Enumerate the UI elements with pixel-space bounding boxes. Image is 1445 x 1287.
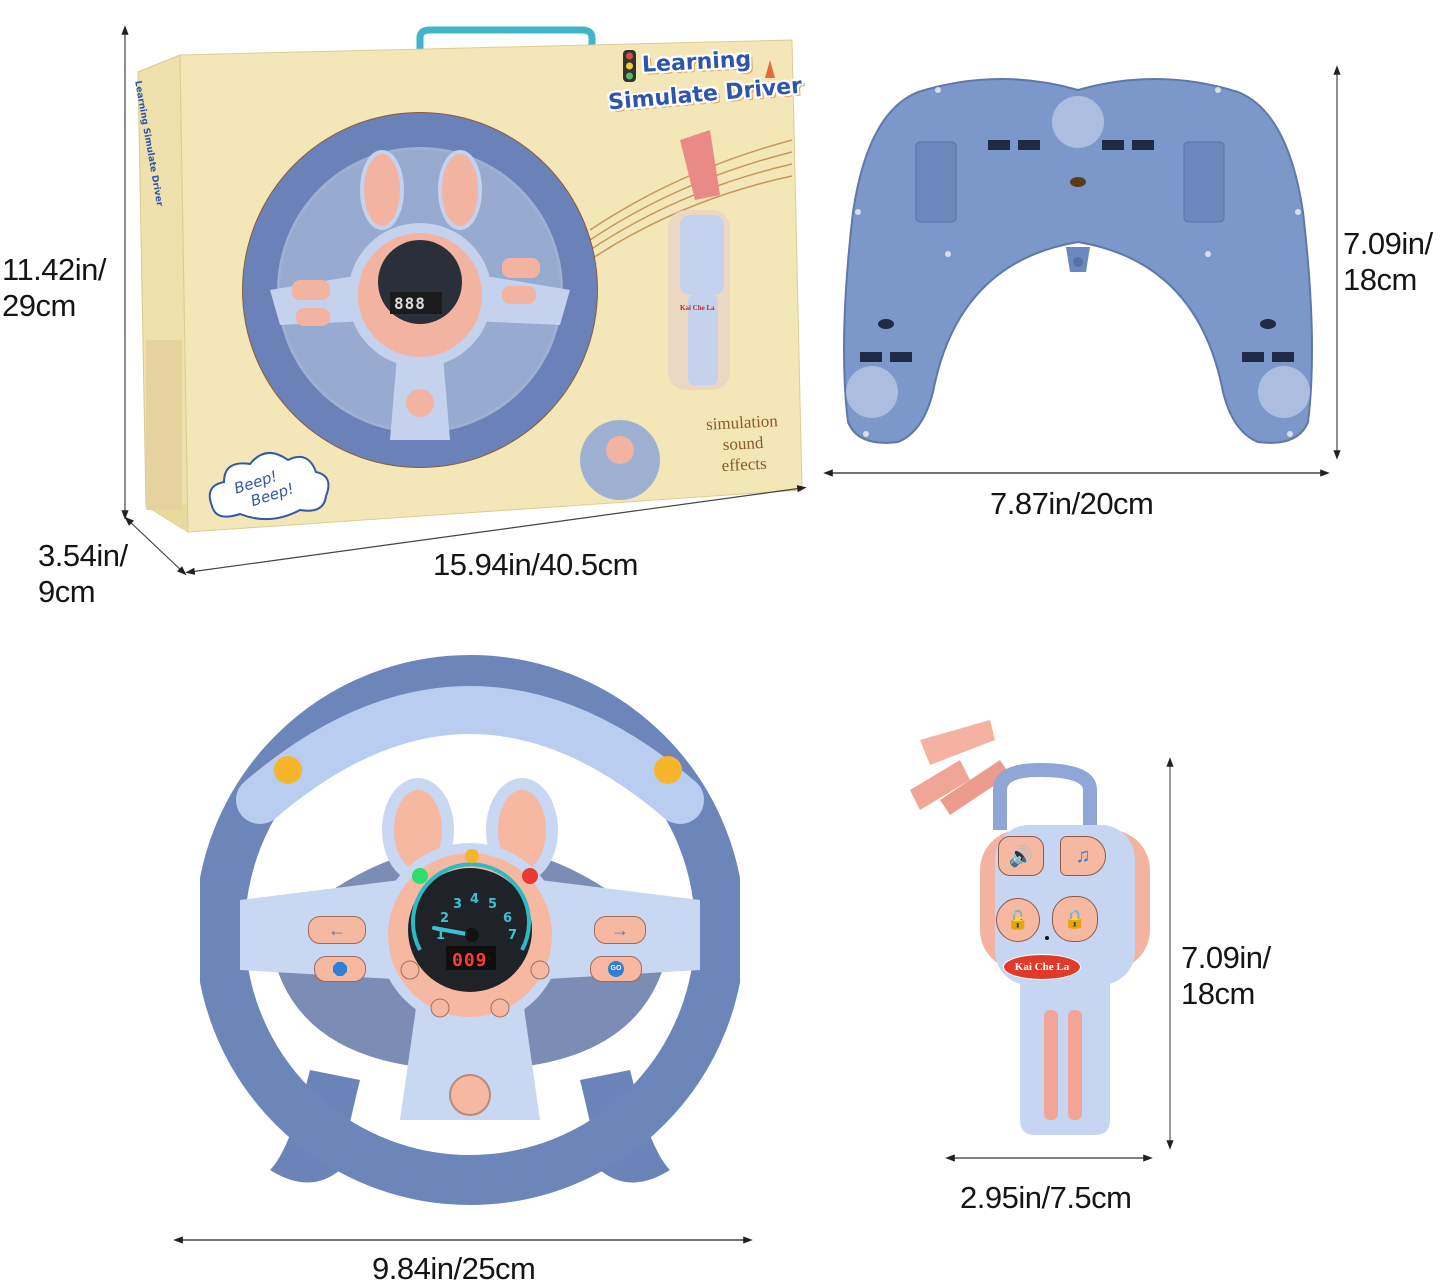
base-plate-width-label: 7.87in/20cm [990,486,1154,521]
unlock-icon: 🔓 [1006,909,1030,930]
horn-button[interactable] [314,956,366,982]
right-arrow-button[interactable]: → [594,916,646,944]
key-brand-text: Kai Che La [1014,961,1070,973]
box-depth-label: 3.54in/ 9cm [38,538,128,610]
horn-icon [333,962,347,976]
gauge-number-4: 4 [470,892,480,907]
box-height-line1: 11.42in/ [2,252,107,287]
lock-button[interactable]: 🔒 [1052,896,1098,942]
gauge-number-1: 1 [436,928,446,943]
gauge-number-6: 6 [503,911,513,926]
music-button[interactable]: ♫ [1060,836,1106,876]
key-brand-badge: Kai Che La [1003,954,1081,980]
left-arrow-icon: ← [328,919,346,940]
gauge-number-3: 3 [453,897,463,912]
gauge-number-7: 7 [508,928,518,943]
base-plate-height-line1: 7.09in/ [1343,226,1433,261]
lock-icon: 🔒 [1063,908,1087,929]
music-note-icon: ♫ [1075,844,1091,867]
left-arrow-button[interactable]: ← [308,916,366,944]
wheel-width-label: 9.84in/25cm [372,1251,536,1286]
base-plate [843,77,1313,444]
box-display-digits: 888 [394,294,426,313]
volume-button[interactable]: 🔊 [998,836,1044,876]
base-plate-height-line2: 18cm [1343,262,1417,297]
key-height-line1: 7.09in/ [1181,940,1271,975]
box-width-label: 15.94in/40.5cm [433,547,638,582]
key-height-label: 7.09in/ 18cm [1181,940,1271,1012]
box-depth-line2: 9cm [38,574,96,609]
gauge-number-5: 5 [488,897,498,912]
base-plate-height-label: 7.09in/ 18cm [1343,226,1433,298]
go-icon: GO [608,961,624,977]
right-arrow-icon: → [611,919,629,940]
unlock-button[interactable]: 🔓 [996,898,1040,942]
key-width-label: 2.95in/7.5cm [960,1180,1132,1215]
key-height-line2: 18cm [1181,976,1255,1011]
box-key-brand: Kai Che La [680,304,715,312]
product-box: Learning Simulate Driver simulation soun… [120,20,810,580]
go-button[interactable]: GO [590,956,642,982]
wheel-display-digits: 009 [452,950,488,971]
speaker-icon: 🔊 [1008,845,1034,868]
box-illustration [137,26,803,533]
steering-wheel [200,655,740,1205]
box-height-line2: 29cm [2,288,76,323]
gauge-number-2: 2 [440,911,450,926]
box-depth-line1: 3.54in/ [38,538,128,573]
box-height-label: 11.42in/ 29cm [2,252,107,324]
